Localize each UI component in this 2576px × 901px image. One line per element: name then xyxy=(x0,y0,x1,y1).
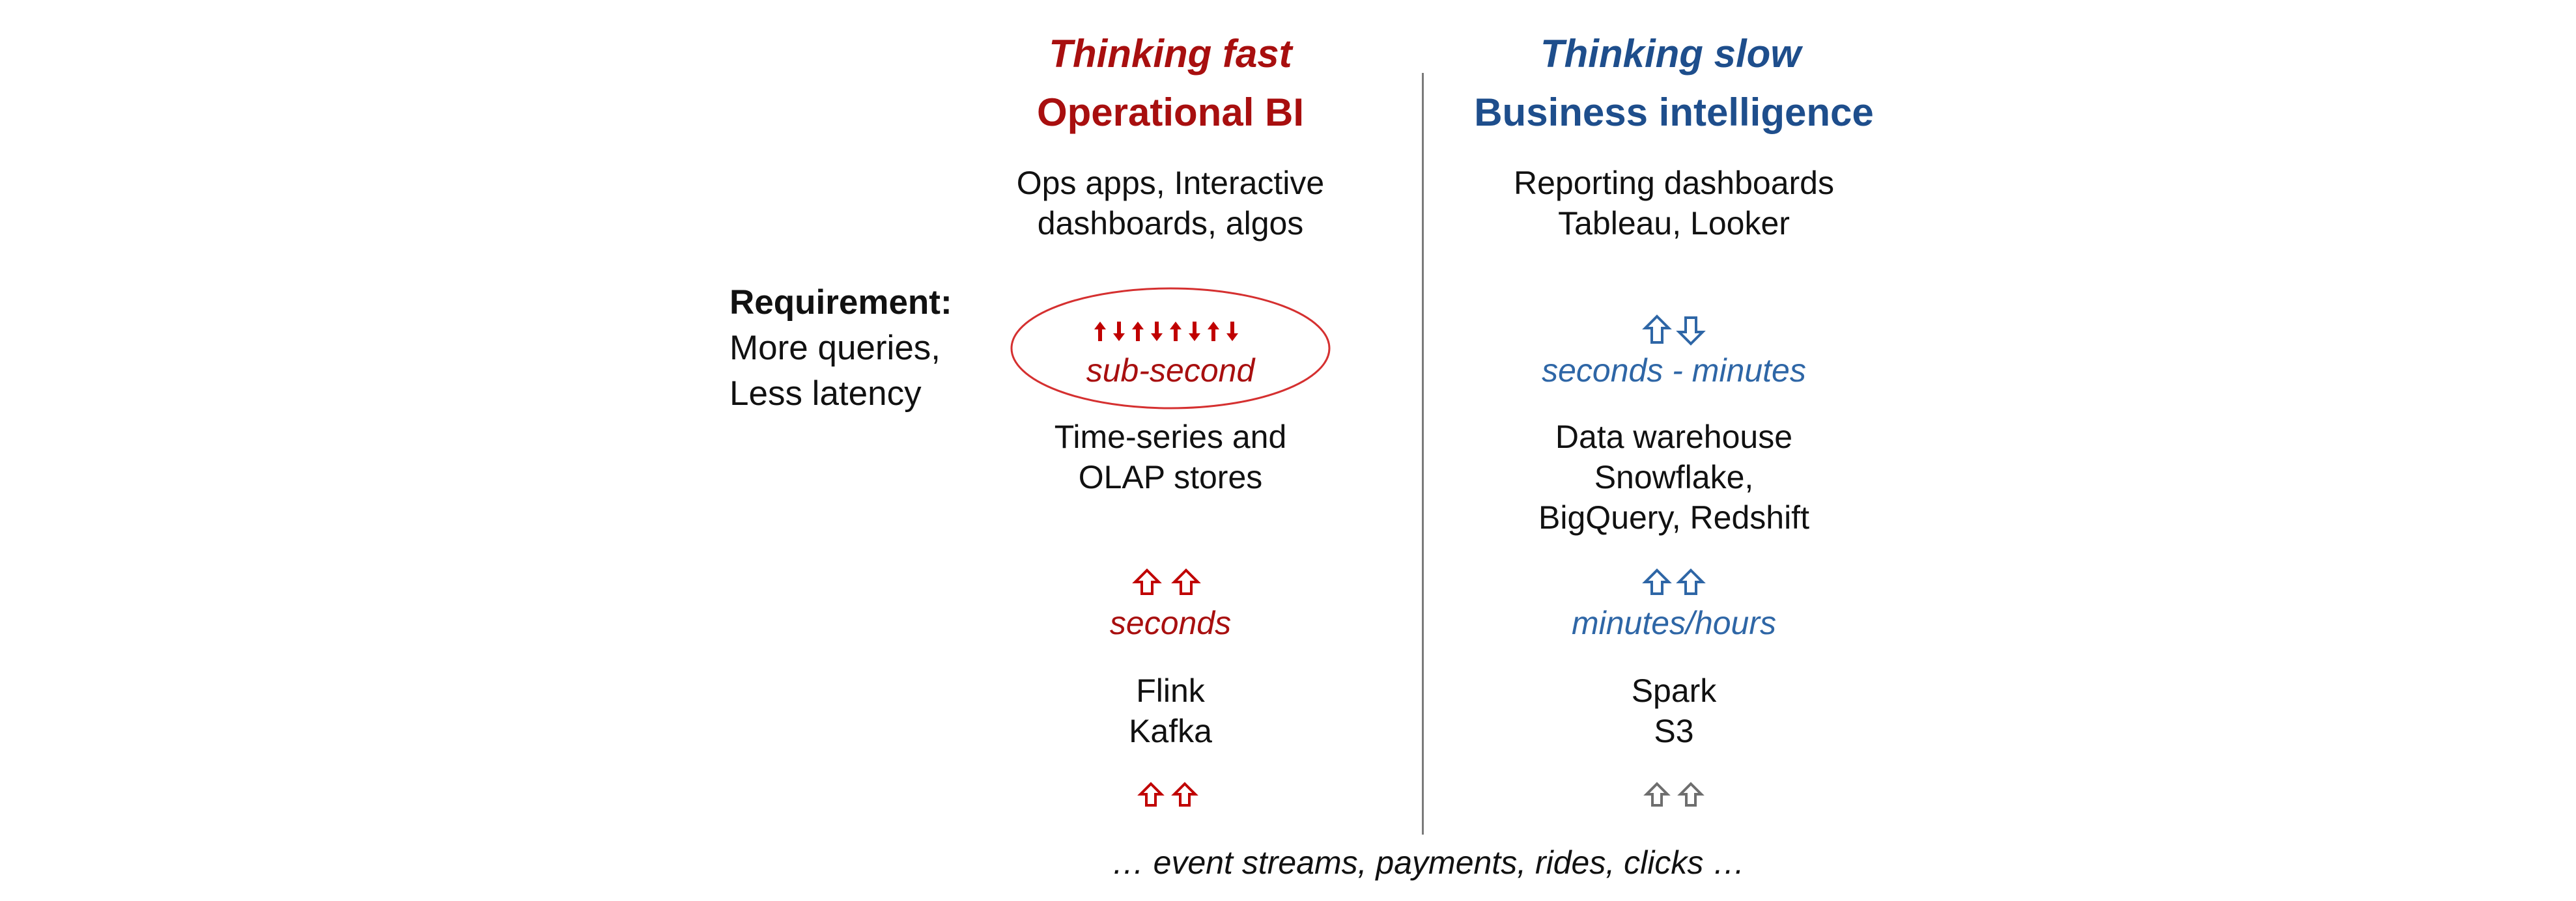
left-store: Time-series and OLAP stores xyxy=(1054,417,1287,497)
right-store-line1: Data warehouse xyxy=(1555,419,1793,455)
right-mid-up-arrows-icon xyxy=(1642,568,1706,595)
left-store-line2: OLAP stores xyxy=(1078,459,1263,495)
right-apps: Reporting dashboards Tableau, Looker xyxy=(1514,163,1834,243)
left-stream-line1: Flink xyxy=(1136,672,1205,709)
left-apps: Ops apps, Interactive dashboards, algos xyxy=(1017,163,1324,243)
left-latency-mid: seconds xyxy=(1109,605,1232,641)
column-divider xyxy=(1422,73,1424,835)
right-bottom-up-arrows-icon xyxy=(1643,782,1705,807)
requirement-line1: More queries, xyxy=(729,329,941,367)
many-query-arrows-icon xyxy=(1094,322,1238,341)
left-apps-line2: dashboards, algos xyxy=(1037,205,1304,242)
left-latency-top: sub-second xyxy=(1086,352,1255,389)
requirement-block: Requirement: More queries, Less latency xyxy=(677,280,952,417)
right-latency-top: seconds - minutes xyxy=(1542,352,1806,389)
right-store-line2: Snowflake, xyxy=(1594,459,1754,495)
right-stream-line1: Spark xyxy=(1631,672,1717,709)
left-store-line1: Time-series and xyxy=(1054,419,1287,455)
right-latency-mid: minutes/hours xyxy=(1571,605,1777,641)
right-stream-line2: S3 xyxy=(1654,713,1694,749)
left-stream-line2: Kafka xyxy=(1129,713,1212,749)
right-up-down-arrows-icon xyxy=(1642,314,1706,346)
requirement-line2: Less latency xyxy=(729,374,922,413)
requirement-heading: Requirement: xyxy=(729,283,952,322)
left-mid-up-arrows-icon xyxy=(1132,568,1201,595)
left-bottom-up-arrows-icon xyxy=(1137,782,1198,807)
right-apps-line1: Reporting dashboards xyxy=(1514,165,1834,201)
left-apps-line1: Ops apps, Interactive xyxy=(1016,165,1325,201)
right-stream: Spark S3 xyxy=(1632,671,1717,751)
right-title-italic: Thinking slow xyxy=(1540,32,1801,76)
right-title: Business intelligence xyxy=(1474,90,1874,134)
right-store-line3: BigQuery, Redshift xyxy=(1538,499,1809,536)
right-store: Data warehouse Snowflake, BigQuery, Reds… xyxy=(1538,417,1809,538)
sub-second-ellipse xyxy=(1010,287,1331,409)
left-title-italic: Thinking fast xyxy=(1049,32,1292,76)
right-apps-line2: Tableau, Looker xyxy=(1558,205,1790,242)
left-title: Operational BI xyxy=(1036,90,1305,134)
left-stream: Flink Kafka xyxy=(1129,671,1212,751)
footer-caption: … event streams, payments, rides, clicks… xyxy=(1111,844,1746,881)
